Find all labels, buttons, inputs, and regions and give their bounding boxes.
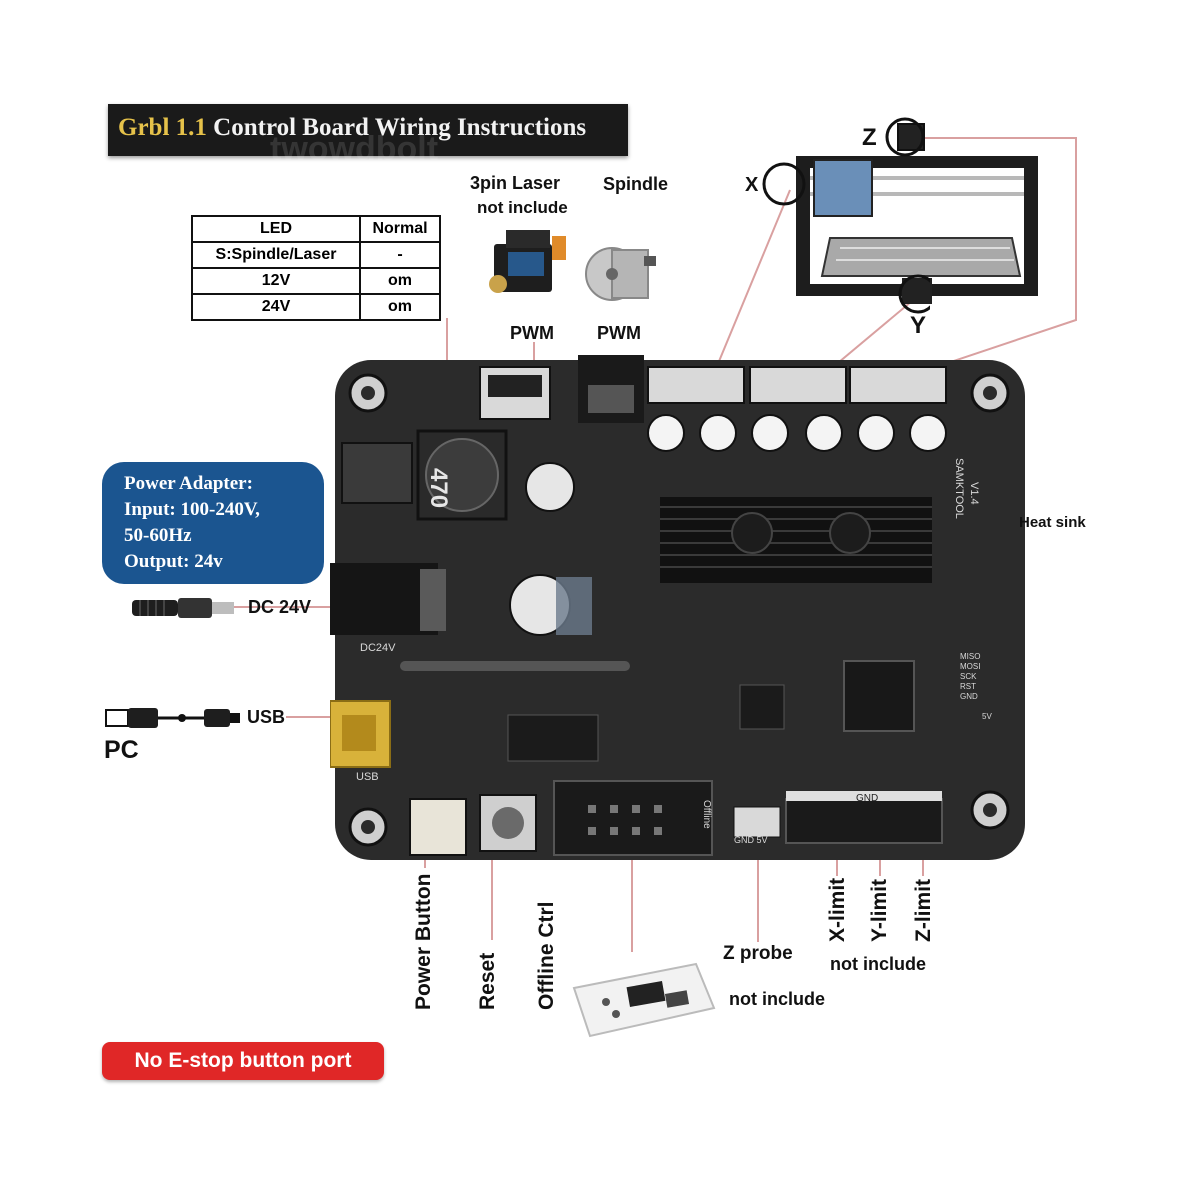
isp-silk-pin: MISO [960,652,981,661]
gnd-silk: GND [856,793,879,804]
led-table-cell: om [359,267,441,295]
led-table-row: S:Spindle/Laser - [191,241,441,269]
led-table-row: 12V om [191,267,441,295]
power-button-label: Power Button [412,873,435,1011]
spindle-label: Spindle [603,174,669,194]
limit-header [785,798,943,844]
power-adapter-line: 50-60Hz [124,525,192,546]
led-table-cell: 12V [191,267,361,295]
offline-header [553,780,713,856]
led-table-cell: - [359,241,441,269]
probe-silk: GND 5V [734,835,768,845]
led-table-header-cell: Normal [359,215,441,243]
pc-label: PC [104,736,139,764]
usb-connector [330,700,391,768]
isp-silk-pin: RST [960,682,976,691]
power-adapter-line: Input: 100-240V, [124,499,260,520]
title-rest: Control Board Wiring Instructions [206,114,587,141]
offline-silk: Offline [701,800,712,829]
axis-markers [762,117,930,314]
isp-silk: MISO MOSI SCK RST GND [960,652,980,702]
z-axis-circle [885,117,925,157]
board-version: V1.4 [968,482,980,505]
x-axis-circle [762,162,806,206]
control-board [330,355,1025,860]
led-table-header-cell: LED [191,215,361,243]
led-table-header: LED Normal [191,215,441,243]
limit-note: not include [830,954,926,974]
power-button [409,798,467,856]
x-motor-connector [647,366,745,404]
fiveV-silk: 5V [982,712,992,721]
title-bar [108,104,628,156]
z-motor-connector [849,366,947,404]
usb-cable-icon [105,708,240,728]
page-title: Grbl 1.1 Control Board Wiring Instructio… [118,114,586,142]
laser-module-image [489,230,566,293]
probe-header [733,806,781,838]
spindle-pwm-label: PWM [597,323,641,343]
y-limit-label: Y-limit [868,878,891,942]
x-axis-label: X [745,174,759,196]
laser-pwm-label: PWM [510,323,554,343]
isp-silk-pin: MOSI [960,662,981,671]
dc-silk: DC24V [360,642,396,654]
reset-label: Reset [476,952,499,1010]
z-probe-label: Z probe [723,943,793,964]
laser-note: not include [477,198,568,217]
inductor-value: 470 [425,468,452,509]
title-highlight: Grbl 1.1 [118,114,207,141]
spindle-motor-image [585,247,656,301]
board-brand: SAMKTOOL [953,458,965,519]
isp-silk-pin: GND [960,692,978,701]
dc-label: DC 24V [248,597,312,617]
z-limit-label: Z-limit [912,879,935,942]
y-motor-connector [749,366,847,404]
z-axis-label: Z [862,124,877,151]
laser-label: 3pin Laser [470,173,561,193]
usb-label: USB [247,707,286,727]
x-limit-label: X-limit [826,877,849,942]
dc-plug-icon [132,598,234,618]
heat-sink [660,497,932,583]
y-axis-circle [898,274,930,314]
z-probe-note: not include [729,989,825,1009]
power-adapter-line: Output: 24v [124,551,223,572]
led-table-cell: 24V [191,293,361,321]
usb-silk: USB [356,771,379,783]
z-motor-leader [887,137,1077,384]
offline-controller-image [572,962,716,1038]
isp-silk-pin: SCK [960,672,977,681]
heat-sink-label: Heat sink [1019,514,1086,531]
power-adapter-box: Power Adapter: Input: 100-240V, 50-60Hz … [102,462,324,584]
watermark: twowdbolt [270,130,439,168]
mcu-chip [843,660,915,732]
estop-banner: No E-stop button port [102,1042,384,1080]
x-motor-leader [709,189,791,384]
led-table-cell: S:Spindle/Laser [191,241,361,269]
led-table-row: 24V om [191,293,441,321]
led-table-cell: om [359,293,441,321]
voltage-regulator [341,442,413,504]
y-axis-label: Y [910,312,927,339]
cnc-machine-image [796,123,1038,304]
led-table: LED Normal S:Spindle/Laser - 12V om 24V … [191,215,441,321]
power-adapter-line: Power Adapter: [124,473,253,494]
offline-ctrl-label: Offline Ctrl [535,901,558,1011]
